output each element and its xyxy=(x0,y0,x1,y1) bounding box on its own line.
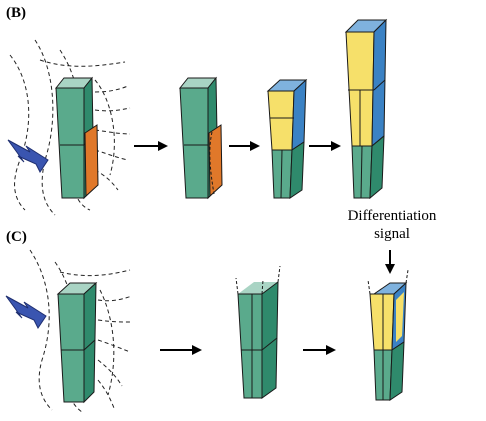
differentiation-signal-label: Differentiation signal xyxy=(332,207,452,243)
arrow-right-icon xyxy=(303,345,336,355)
arrow-right-icon xyxy=(229,141,260,151)
signal-label-line2: signal xyxy=(374,226,410,242)
panel-b-label: (B) xyxy=(6,5,26,21)
stem-cell-c1 xyxy=(56,281,98,404)
arrow-down-icon xyxy=(385,250,395,274)
signal-label-line1: Differentiation xyxy=(347,208,437,224)
lightning-bolt-icon xyxy=(5,295,47,329)
lightning-bolt-icon xyxy=(7,139,49,173)
arrow-right-icon xyxy=(309,141,341,151)
stem-cell-c2 xyxy=(235,265,281,399)
panel-b xyxy=(7,18,388,216)
panel-c-label: (C) xyxy=(6,229,27,245)
stem-cell-b2 xyxy=(178,76,223,200)
daughter-cell-b3 xyxy=(266,78,308,199)
arrow-right-icon xyxy=(160,345,202,355)
daughter-cell-c3 xyxy=(367,269,409,401)
stem-cell-b1 xyxy=(54,76,99,200)
arrow-right-icon xyxy=(134,141,168,151)
panel-c xyxy=(5,249,409,413)
daughter-cell-b4 xyxy=(344,18,388,200)
